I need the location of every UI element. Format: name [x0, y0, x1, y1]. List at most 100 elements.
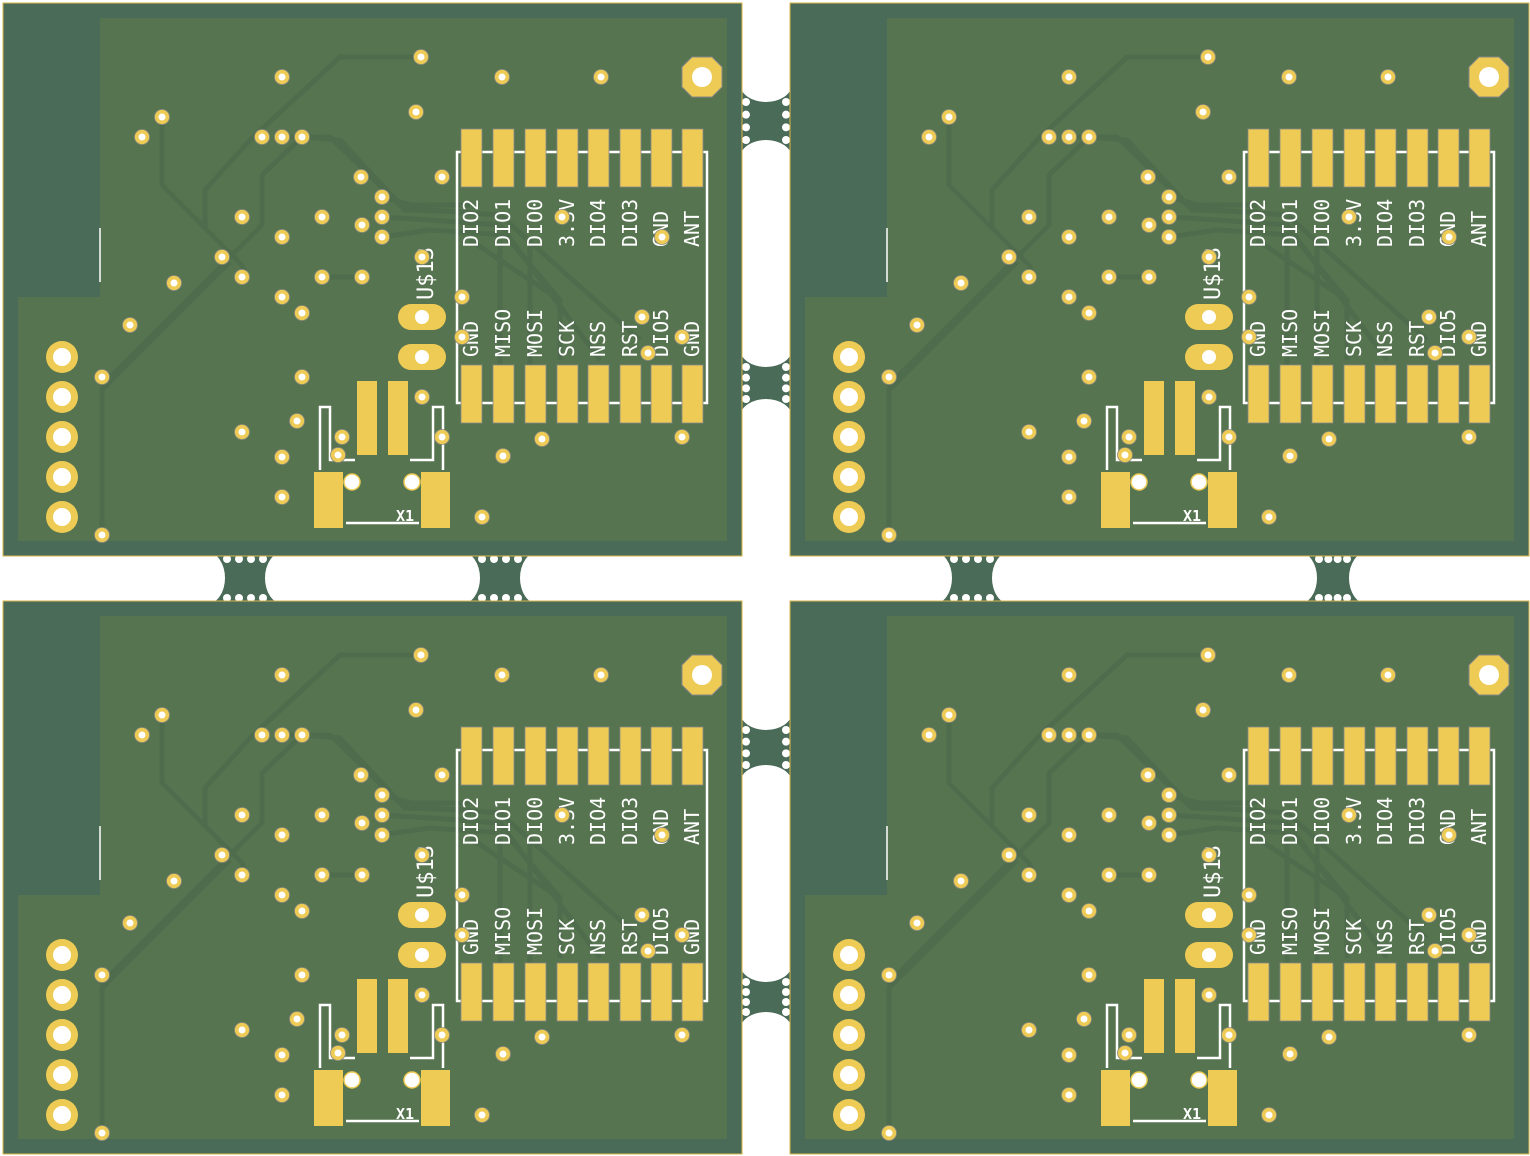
via-hole	[1145, 871, 1153, 879]
via-hole	[925, 133, 933, 141]
smd-pad	[1343, 128, 1366, 188]
via-hole	[358, 273, 366, 281]
via-hole	[945, 113, 953, 121]
via-hole	[418, 253, 426, 261]
pin-label: DIO3	[618, 199, 642, 247]
mouse-bite-hole	[742, 737, 750, 746]
pcb-board: DIO2GNDDIO1MISODIO0MOSI3.3VSCKDIO4NSSDIO…	[789, 600, 1530, 1155]
mouse-bite-hole	[235, 555, 243, 563]
crystal-reference-label: X1	[1183, 1105, 1201, 1123]
mouse-bite-hole	[247, 555, 255, 563]
smd-pad	[681, 962, 704, 1022]
pcb-board: DIO2GNDDIO1MISODIO0MOSI3.3VSCKDIO4NSSDIO…	[789, 2, 1530, 557]
pin-label: DIO2	[1246, 199, 1270, 247]
pin-label: RST	[618, 321, 642, 357]
trace	[886, 260, 1019, 535]
pin-label: MOSI	[1310, 907, 1334, 955]
via-hole	[1425, 313, 1433, 321]
via-hole	[1286, 452, 1294, 460]
via-hole	[238, 1026, 246, 1034]
mouse-bite-hole	[782, 988, 790, 996]
via-hole	[1065, 293, 1073, 301]
via-hole	[358, 221, 366, 229]
pin-label: MISO	[491, 309, 515, 357]
via-hole	[357, 771, 365, 779]
via-hole	[1105, 273, 1113, 281]
mouse-bite-hole	[478, 555, 486, 563]
module-outline	[1242, 748, 1496, 1003]
trace	[202, 54, 421, 230]
breakaway-tab	[1281, 552, 1385, 604]
copper-pour	[18, 616, 727, 1139]
via-hole	[1285, 671, 1293, 679]
via-hole	[98, 373, 106, 381]
mouse-bite-hole	[986, 594, 994, 602]
traces	[886, 652, 1429, 1133]
crystal-pad	[314, 1070, 343, 1126]
via-hole	[1144, 173, 1152, 181]
via-hole	[1065, 73, 1073, 81]
crystal-pad	[1175, 381, 1195, 455]
smd-pad	[556, 364, 579, 424]
mouse-bite-hole	[782, 1008, 790, 1016]
mouse-bite-hole	[782, 737, 790, 746]
via-hole	[478, 513, 486, 521]
module-outline	[455, 150, 709, 405]
via-hole	[1080, 417, 1088, 425]
via-hole	[170, 877, 178, 885]
pin-label: NSS	[586, 321, 610, 357]
via-hole	[278, 133, 286, 141]
tab-cutout	[916, 552, 952, 604]
via-hole	[1165, 233, 1173, 241]
smd-pad	[460, 962, 483, 1022]
drill-hole	[840, 428, 858, 446]
via-hole	[945, 711, 953, 719]
pin-label: MOSI	[1310, 309, 1334, 357]
via-hole	[1105, 811, 1113, 819]
via-hole	[499, 452, 507, 460]
tab-cutout	[1281, 552, 1317, 604]
smd-pad	[587, 962, 610, 1022]
via-hole	[1144, 771, 1152, 779]
via-hole	[1085, 373, 1093, 381]
via-hole	[278, 233, 286, 241]
pin-label: MOSI	[523, 907, 547, 955]
drill-hole	[403, 1071, 421, 1089]
tab-cutout	[444, 552, 480, 604]
via-hole	[1105, 213, 1113, 221]
mouse-bite-hole	[478, 594, 486, 602]
pin-label: ANT	[680, 211, 704, 247]
mouse-bite-hole	[259, 555, 267, 563]
mouse-bite-hole	[247, 594, 255, 602]
via-hole	[1065, 671, 1073, 679]
mouse-bite-hole	[742, 726, 750, 734]
via-hole	[1165, 213, 1173, 221]
smd-pad	[1311, 128, 1334, 188]
via-hole	[1025, 811, 1033, 819]
drill-hole	[343, 1071, 361, 1089]
smd-pad	[681, 364, 704, 424]
drill-hole	[415, 908, 429, 922]
smd-pad	[1311, 364, 1334, 424]
mouse-bite-hole	[742, 998, 750, 1006]
pin-label: DIO4	[1373, 199, 1397, 247]
via-hole	[278, 1091, 286, 1099]
mouse-bite-hole	[1343, 594, 1351, 602]
mouse-bite-hole	[742, 988, 750, 996]
pin-label: DIO1	[491, 797, 515, 845]
smd-pad	[1247, 128, 1270, 188]
via-hole	[126, 321, 134, 329]
via-hole	[1085, 309, 1093, 317]
via-hole	[1025, 428, 1033, 436]
via-hole	[1065, 493, 1073, 501]
via-hole	[1121, 1049, 1129, 1057]
via-hole	[1025, 871, 1033, 879]
via-hole	[338, 1031, 346, 1039]
drill-hole	[840, 508, 858, 526]
smd-pad	[619, 128, 642, 188]
via-hole	[298, 731, 306, 739]
mouse-bite-hole	[742, 373, 750, 382]
drill-hole	[53, 428, 71, 446]
via-hole	[438, 433, 446, 441]
smd-pad	[1311, 962, 1334, 1022]
